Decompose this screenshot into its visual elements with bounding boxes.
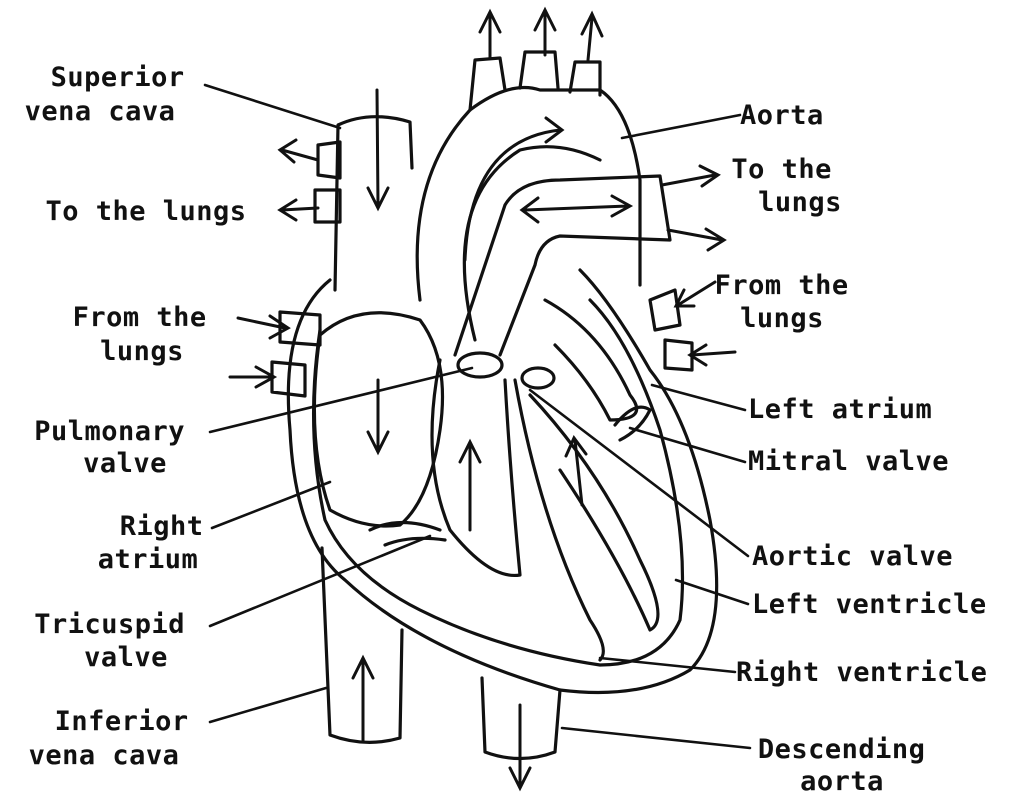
arrow-from-lungs-right-1: [676, 282, 715, 306]
arrow-to-lungs-right-1: [662, 166, 718, 186]
label-right-ventricle: Right ventricle: [736, 657, 987, 688]
heart-drawing: [272, 52, 717, 759]
leader-descending-aorta: [562, 728, 750, 748]
label-from-lungs-right: From the lungs: [715, 270, 866, 334]
labels: Superior vena cava To the lungs From the…: [25, 62, 988, 796]
ventricular-septum: [432, 360, 603, 660]
arrow-svc-down: [368, 90, 388, 208]
tricuspid-valve-flaps: [370, 523, 445, 546]
label-aorta: Aorta: [740, 100, 824, 131]
heart-inner-wall: [314, 300, 683, 665]
arrow-descending-aorta: [510, 705, 530, 788]
arrow-aorta-arch: [465, 118, 562, 260]
flow-arrows: [230, 10, 735, 788]
arrow-to-lungs-left-2: [280, 200, 318, 220]
label-to-lungs-left: To the lungs: [45, 196, 246, 227]
arrow-pulmonary-split: [522, 196, 630, 222]
label-to-lungs-right: To the lungs: [731, 154, 848, 218]
label-inferior-vena-cava: Inferior vena cava: [29, 706, 206, 771]
superior-vena-cava-vessel: [335, 117, 412, 290]
leader-right-atrium: [212, 482, 330, 528]
arrow-from-lungs-left-2: [230, 367, 274, 387]
arrow-top-branch-2: [535, 10, 555, 55]
label-superior-vena-cava: Superior vena cava: [25, 62, 202, 127]
leader-mitral-valve: [630, 428, 745, 462]
arrow-rv-up: [460, 442, 480, 530]
aortic-valve-shape: [522, 368, 554, 388]
arrow-top-branch-1: [480, 12, 500, 58]
pulmonary-veins-right: [650, 290, 692, 370]
arrow-top-branch-3: [582, 14, 602, 60]
pulmonary-veins-left: [272, 142, 340, 396]
leader-left-atrium: [652, 385, 745, 410]
arrow-ivc-up: [353, 658, 373, 742]
pulmonary-valve-shape: [458, 353, 502, 377]
label-pulmonary-valve: Pulmonary valve: [34, 416, 202, 479]
label-tricuspid-valve: Tricuspid valve: [34, 609, 202, 673]
aortic-arch: [417, 88, 640, 301]
label-left-atrium: Left atrium: [748, 394, 932, 425]
label-aortic-valve: Aortic valve: [752, 541, 953, 572]
aorta-branches: [470, 52, 600, 110]
leader-aorta: [622, 115, 740, 138]
left-atrium-chamber: [545, 300, 637, 420]
label-left-ventricle: Left ventricle: [752, 589, 987, 620]
label-right-atrium: Right atrium: [98, 511, 221, 575]
arrow-from-lungs-right-2: [690, 345, 735, 365]
arrow-to-lungs-left-1: [280, 140, 318, 162]
arrow-to-lungs-right-2: [668, 229, 724, 250]
leader-superior-vena-cava: [205, 85, 340, 128]
label-from-lungs-left: From the lungs: [73, 302, 224, 367]
leader-inferior-vena-cava: [210, 688, 326, 722]
pulmonary-trunk: [455, 176, 670, 355]
leader-left-ventricle: [676, 580, 748, 604]
label-mitral-valve: Mitral valve: [748, 446, 949, 477]
mitral-valve-shape: [615, 407, 650, 440]
label-descending-aorta: Descending aorta: [758, 734, 942, 796]
